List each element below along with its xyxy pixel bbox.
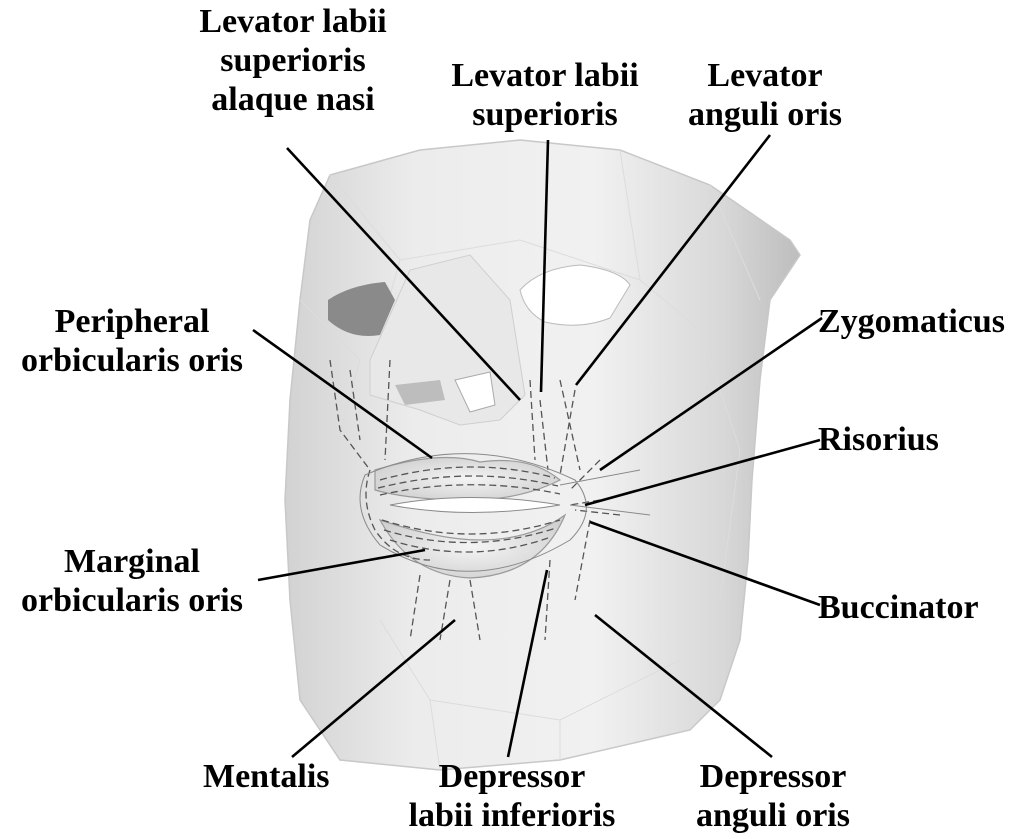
label-mentalis: Mentalis [203, 757, 330, 796]
label-depressor-anguli-oris: Depressor anguli oris [678, 757, 868, 835]
label-peripheral-orbicularis-oris: Peripheral orbicularis oris [8, 302, 256, 380]
label-levator-labii-superioris-alaque-nasi: Levator labii superioris alaque nasi [168, 2, 418, 119]
label-zygomaticus: Zygomaticus [818, 302, 1005, 341]
label-levator-labii-superioris: Levator labii superioris [425, 56, 665, 134]
label-risorius: Risorius [818, 420, 939, 459]
label-marginal-orbicularis-oris: Marginal orbicularis oris [8, 542, 256, 620]
label-depressor-labii-inferioris: Depressor labii inferioris [392, 757, 632, 835]
label-levator-anguli-oris: Levator anguli oris [665, 56, 865, 134]
face-mesh [285, 140, 800, 770]
label-buccinator: Buccinator [818, 588, 979, 627]
